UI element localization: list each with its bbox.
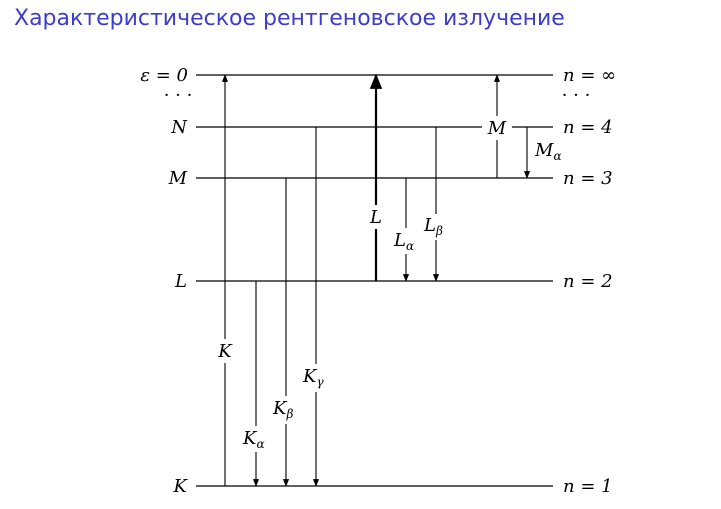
label-K-ionization: K <box>217 341 233 362</box>
label-M-ionization: M <box>487 118 507 139</box>
label-n4: n = 4 <box>563 117 613 138</box>
label-n3: n = 3 <box>563 168 613 189</box>
label-level-M: M <box>168 168 188 189</box>
label-dots-left: · · · <box>164 85 193 106</box>
label-K-alpha: Kα <box>242 428 265 451</box>
label-epsilon-zero: ε = 0 <box>140 65 188 86</box>
label-n-infinity: n = ∞ <box>563 65 616 86</box>
label-level-K: K <box>173 476 189 497</box>
slide-title: Характеристическое рентгеновское излучен… <box>14 6 565 31</box>
label-L-alpha: Lα <box>393 230 414 253</box>
label-n2: n = 2 <box>563 271 613 292</box>
label-n1: n = 1 <box>563 476 613 497</box>
label-M-alpha: Mα <box>534 140 562 163</box>
label-L-beta: Lβ <box>423 215 443 238</box>
label-level-N: N <box>170 117 188 138</box>
label-level-L: L <box>174 271 187 292</box>
label-dots-right: · · · <box>562 85 591 106</box>
label-K-beta: Kβ <box>272 398 293 421</box>
label-L-ionization: L <box>369 207 382 228</box>
label-K-gamma: Kγ <box>302 366 324 389</box>
